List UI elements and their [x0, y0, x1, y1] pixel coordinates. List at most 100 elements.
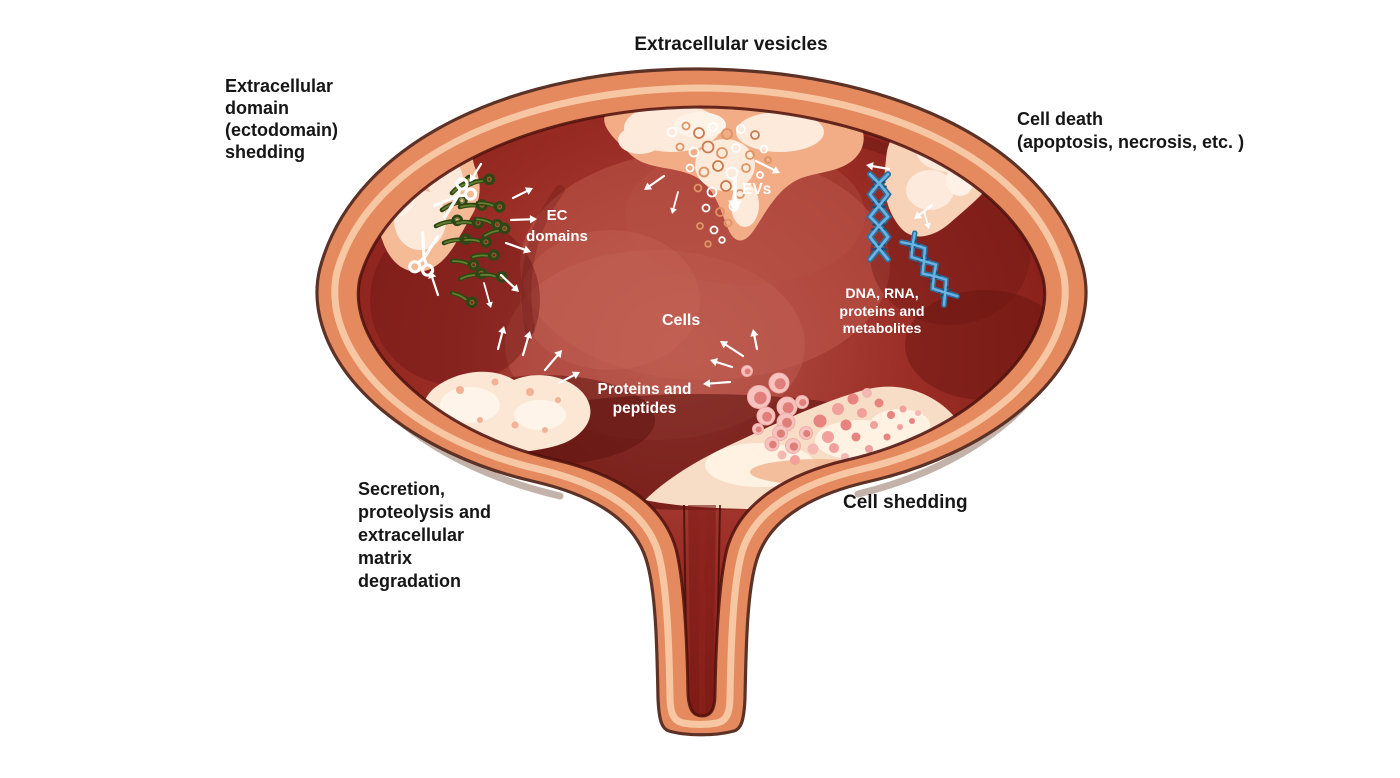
label-secretion-proteolysis: Secretion, proteolysis and extracellular… — [358, 479, 492, 591]
vesicle — [720, 180, 732, 192]
vesicle — [693, 183, 703, 193]
mound-cell-dot — [899, 405, 907, 413]
label-ectodomain-shedding: Extracellular domain (ectodomain) sheddi… — [225, 76, 339, 162]
mound-cell-dot — [847, 393, 859, 405]
arrow — [483, 282, 493, 308]
vesicle — [750, 130, 760, 140]
label-evs: EVs — [742, 181, 772, 198]
vesicle — [706, 186, 718, 198]
vesicle — [764, 156, 772, 164]
mound-cell-dot — [857, 408, 867, 418]
arrow — [543, 350, 562, 372]
shed-cell — [799, 426, 813, 440]
arrows-group — [428, 159, 934, 388]
vesicle — [701, 140, 715, 154]
label-cells: Cells — [662, 312, 701, 329]
arrow — [470, 162, 483, 182]
mound-cell-dot — [840, 419, 852, 431]
vesicle — [693, 127, 705, 139]
mound-cell-dot — [822, 431, 834, 443]
vesicle — [745, 150, 755, 160]
vesicle — [731, 143, 741, 153]
vesicle — [725, 166, 739, 180]
arrow — [499, 273, 519, 292]
mound-cell-dot — [862, 388, 872, 398]
vesicle — [756, 171, 764, 179]
ec-domain-pin — [449, 258, 480, 271]
mound-cell-dot — [832, 403, 844, 415]
arrow — [923, 210, 931, 229]
mound-cell-dot — [897, 424, 903, 430]
vesicle — [716, 147, 728, 159]
mound-cell-dot — [887, 411, 895, 419]
ec-domain-pin — [449, 290, 478, 309]
mound-cell-dot — [807, 443, 819, 455]
ec-domain-pin — [481, 222, 511, 239]
vesicle — [712, 160, 724, 172]
mound-cell-dot — [883, 433, 891, 441]
label-cell-shedding: Cell shedding — [843, 492, 968, 513]
mound-cell-dot — [790, 455, 800, 465]
arrow — [644, 174, 666, 190]
label-proteins-peptides: Proteins and peptides — [597, 381, 692, 417]
vesicle — [675, 142, 685, 152]
vesicle — [708, 122, 718, 132]
bladder-wall-inner-stripe — [331, 84, 1069, 728]
vesicle — [709, 225, 719, 235]
arrow — [754, 159, 780, 174]
mound-cell-dot — [813, 414, 827, 428]
ec-domain-pin — [465, 173, 496, 188]
arrow — [703, 379, 732, 388]
mound-cell-dot — [777, 450, 787, 460]
mound-cell-dot — [909, 418, 915, 424]
mound-cell-dot — [865, 445, 873, 453]
vesicle — [759, 144, 769, 154]
vesicle — [715, 207, 725, 217]
vesicle — [701, 203, 711, 213]
shed-cell — [764, 436, 780, 452]
label-cell-death: Cell death (apoptosis, necrosis, etc. ) — [1017, 109, 1245, 152]
vesicle — [736, 124, 746, 134]
label-extracellular-vesicles: Extracellular vesicles — [634, 34, 828, 55]
vesicle — [741, 163, 751, 173]
arrow — [509, 215, 537, 224]
shed-cell — [785, 438, 801, 454]
mound-cell-dot — [915, 410, 921, 416]
mound-cell-dot — [851, 432, 861, 442]
arrow — [866, 162, 891, 171]
arrow — [511, 187, 533, 200]
mound-cell-dot — [870, 421, 878, 429]
shed-cell — [747, 385, 771, 409]
shed-cell — [752, 423, 764, 435]
arrow — [750, 329, 759, 351]
arrow — [720, 341, 745, 358]
shed-cell — [756, 406, 776, 426]
vesicle — [685, 163, 695, 173]
vesicle — [688, 146, 700, 158]
ec-domain-pin — [469, 249, 500, 261]
shed-cell — [768, 372, 790, 394]
vesicle — [721, 128, 733, 140]
arrow — [728, 176, 742, 212]
arrow — [914, 203, 934, 219]
arrow — [521, 331, 533, 357]
mound-cell-dot — [829, 443, 839, 453]
shed-cell — [772, 425, 788, 441]
ec-domain-pin — [477, 271, 508, 283]
vesicle — [698, 166, 710, 178]
mound-cell-dot — [874, 398, 884, 408]
ec-domain-pin — [457, 267, 488, 282]
shed-cell — [795, 395, 809, 409]
arrow — [557, 371, 580, 385]
arrow — [504, 241, 531, 254]
vesicle — [666, 126, 678, 138]
vesicle — [704, 240, 712, 248]
ec-domain-pin — [475, 200, 506, 213]
label-ec-domains: EC domains — [526, 207, 588, 245]
arrow — [670, 191, 679, 214]
mound-cell-dots — [777, 388, 921, 465]
lumen-rim — [356, 105, 1047, 718]
arrow — [710, 358, 734, 369]
